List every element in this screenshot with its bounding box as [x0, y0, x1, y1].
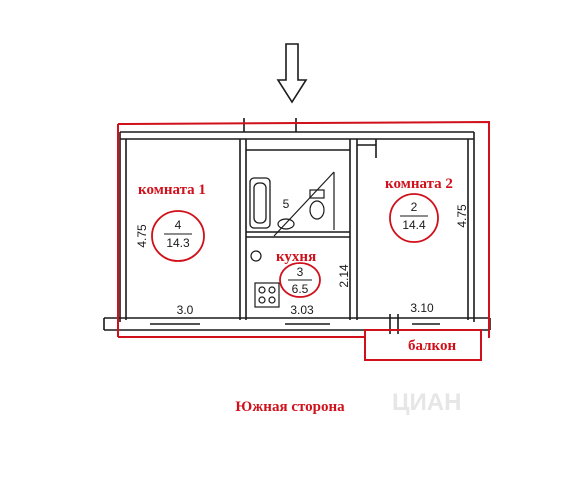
- room1-area-circle: [151, 210, 205, 262]
- room2-area-label: 2 14.4: [400, 200, 428, 232]
- toilet-icon: [309, 189, 325, 220]
- stove-icon: [254, 282, 280, 308]
- balcony-label: балкон: [408, 338, 456, 354]
- kitchen-sink-icon: [250, 250, 262, 262]
- kitchen-width-dim: 3.03: [290, 303, 314, 317]
- room1-area-label: 4 14.3: [164, 218, 192, 250]
- watermark: ЦИАН: [392, 389, 461, 416]
- room1-height-dim: 4.75: [135, 224, 149, 248]
- room2-number: 2: [411, 200, 418, 214]
- kitchen-area-circle: [279, 262, 321, 298]
- bathtub-icon: [249, 177, 271, 229]
- entrance-arrow-icon: [276, 43, 308, 104]
- room2-area-circle: [389, 193, 439, 243]
- room1-area: 14.3: [166, 236, 190, 250]
- kitchen-label: кухня: [276, 249, 316, 265]
- room2-label: комната 2: [385, 176, 453, 192]
- balcony-outline: [364, 329, 482, 361]
- bathroom-number: 5: [283, 197, 290, 211]
- kitchen-area-label: 3 6.5: [288, 265, 312, 296]
- room1-label: комната 1: [138, 182, 206, 198]
- room2-area: 14.4: [402, 218, 426, 232]
- south-side-caption: Южная сторона: [235, 399, 345, 415]
- kitchen-area: 6.5: [292, 282, 309, 296]
- room1-number: 4: [175, 218, 182, 232]
- room1-width-dim: 3.0: [177, 303, 194, 317]
- kitchen-height-dim: 2.14: [337, 264, 351, 288]
- apartment-outline: [117, 120, 490, 338]
- room2-height-dim: 4.75: [455, 204, 469, 228]
- room2-width-dim: 3.10: [410, 301, 434, 315]
- bathroom-partition: [273, 171, 335, 237]
- sink-icon: [277, 218, 295, 230]
- kitchen-number: 3: [297, 265, 304, 279]
